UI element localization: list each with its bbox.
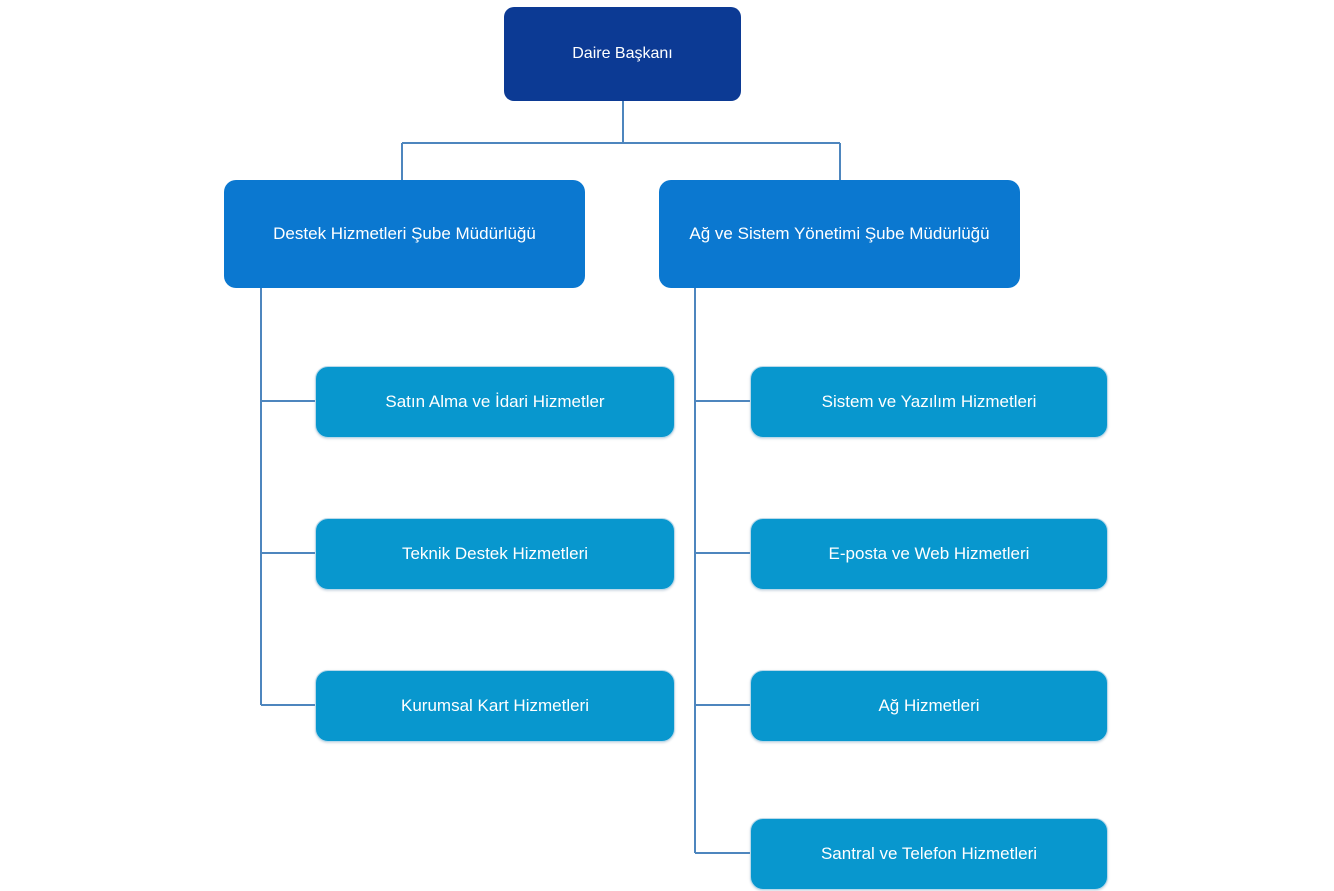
node-leaf-ag-hizmetleri[interactable]: Ağ Hizmetleri xyxy=(750,670,1108,742)
node-leaf-label: Ağ Hizmetleri xyxy=(878,695,980,715)
node-leaf-satin-alma-ve-idari-hizmetler[interactable]: Satın Alma ve İdari Hizmetler xyxy=(315,366,675,438)
node-branch-ag-ve-sistem-yonetimi[interactable]: Ağ ve Sistem Yönetimi Şube Müdürlüğü xyxy=(659,180,1020,288)
node-leaf-sistem-ve-yazilim-hizmetleri[interactable]: Sistem ve Yazılım Hizmetleri xyxy=(750,366,1108,438)
node-leaf-teknik-destek-hizmetleri[interactable]: Teknik Destek Hizmetleri xyxy=(315,518,675,590)
node-leaf-santral-ve-telefon-hizmetleri[interactable]: Santral ve Telefon Hizmetleri xyxy=(750,818,1108,890)
node-branch-label: Ağ ve Sistem Yönetimi Şube Müdürlüğü xyxy=(689,223,990,243)
node-leaf-label: Sistem ve Yazılım Hizmetleri xyxy=(821,391,1037,411)
node-leaf-label: Santral ve Telefon Hizmetleri xyxy=(820,843,1038,863)
node-branch-destek-hizmetleri[interactable]: Destek Hizmetleri Şube Müdürlüğü xyxy=(224,180,585,288)
node-leaf-kurumsal-kart-hizmetleri[interactable]: Kurumsal Kart Hizmetleri xyxy=(315,670,675,742)
node-leaf-label: Satın Alma ve İdari Hizmetler xyxy=(385,391,605,411)
node-root[interactable]: Daire Başkanı xyxy=(504,7,741,101)
node-leaf-label: E-posta ve Web Hizmetleri xyxy=(828,543,1030,563)
node-root-label: Daire Başkanı xyxy=(572,45,673,63)
node-branch-label: Destek Hizmetleri Şube Müdürlüğü xyxy=(273,223,536,243)
node-leaf-label: Teknik Destek Hizmetleri xyxy=(401,543,589,563)
node-leaf-e-posta-ve-web-hizmetleri[interactable]: E-posta ve Web Hizmetleri xyxy=(750,518,1108,590)
node-leaf-label: Kurumsal Kart Hizmetleri xyxy=(401,695,589,715)
